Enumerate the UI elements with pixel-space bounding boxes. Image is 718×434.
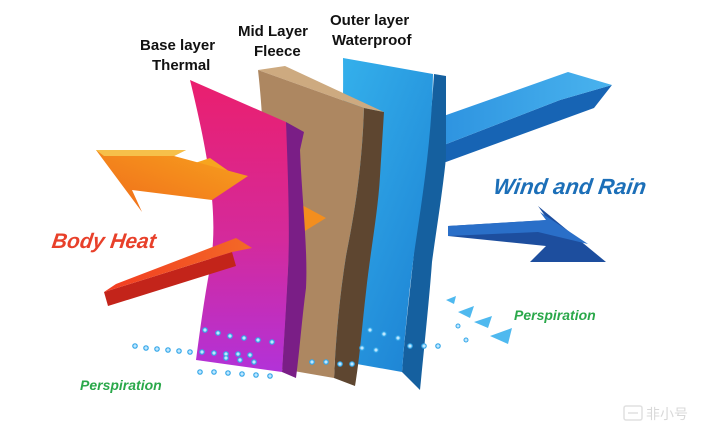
mid-layer-label-line2: Fleece (254, 43, 301, 60)
perspiration-left-label: Perspiration (80, 377, 162, 393)
wind-rain-label: Wind and Rain (492, 174, 648, 199)
base-layer-label-line1: Base layer (140, 37, 215, 54)
perspiration-dots-middle (309, 327, 441, 367)
wind-rain-arrow (448, 206, 606, 262)
watermark-logo-icon (623, 405, 643, 421)
base-layer-panel (190, 80, 307, 378)
body-heat-arrow (96, 150, 248, 212)
wind-plank-arrow (418, 72, 612, 162)
heat-through-arrow (300, 204, 326, 234)
watermark-text: 非小号 (646, 407, 688, 423)
body-heat-label: Body Heat (50, 230, 158, 253)
outer-layer-label-line1: Outer layer (330, 12, 409, 29)
base-layer-label-line2: Thermal (152, 57, 210, 74)
red-plank-arrow (104, 238, 252, 306)
mid-layer-label-line1: Mid Layer (238, 23, 308, 40)
perspiration-drops-right (446, 296, 512, 344)
perspiration-right-label: Perspiration (514, 307, 596, 323)
watermark: 非小号 (623, 405, 688, 423)
outer-layer-label-line2: Waterproof (332, 32, 412, 49)
perspiration-dots-left (132, 327, 275, 379)
